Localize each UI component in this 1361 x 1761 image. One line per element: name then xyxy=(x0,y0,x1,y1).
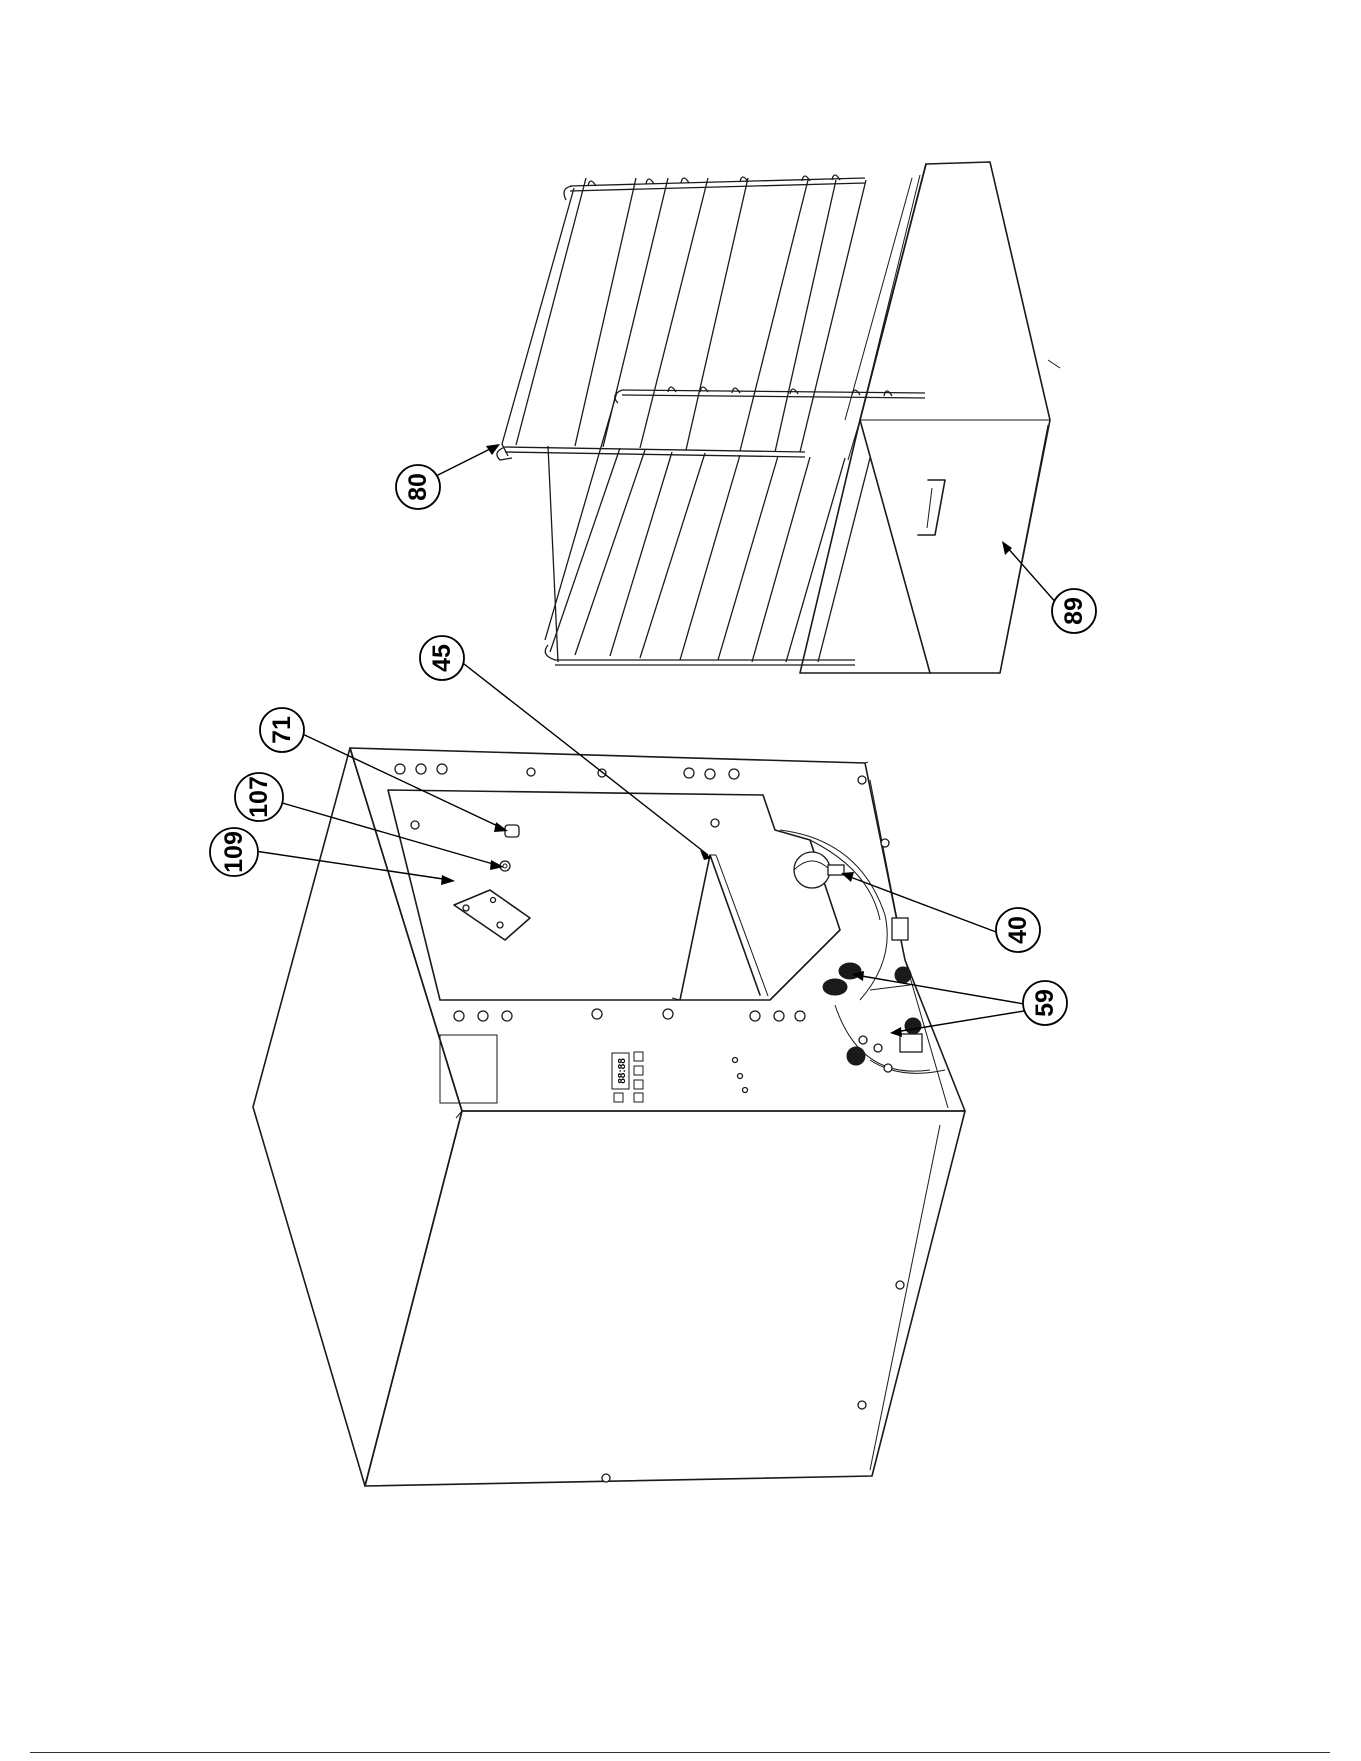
rack-rail-left xyxy=(505,447,805,452)
callout-107-label: 107 xyxy=(245,776,273,818)
baffle-panel xyxy=(672,855,768,1000)
leaders xyxy=(248,444,1058,1037)
callout-45-label: 45 xyxy=(428,644,456,672)
callout-107: 107 xyxy=(235,773,283,821)
callout-59: 59 xyxy=(1023,981,1067,1025)
oven-opening xyxy=(388,790,840,1000)
control-panel: 88:88 xyxy=(612,1052,748,1102)
screw-row-top xyxy=(395,764,866,784)
cabinet-front-face xyxy=(350,748,965,1111)
control-key-4 xyxy=(614,1093,623,1102)
callout-40-label: 40 xyxy=(1004,916,1032,944)
switch-plate xyxy=(454,890,530,940)
callout-89-label: 89 xyxy=(1060,597,1088,625)
cabinet-side-face xyxy=(365,1111,965,1486)
callout-71-label: 71 xyxy=(268,716,296,744)
control-key-3 xyxy=(634,1080,643,1089)
screw-row-bottom xyxy=(454,1009,805,1021)
rack-hooks xyxy=(588,175,892,396)
cabinet-top-face xyxy=(253,748,462,1486)
rack-shelves xyxy=(502,178,870,662)
display-readout: 88:88 xyxy=(617,1058,628,1084)
callout-71: 71 xyxy=(260,708,304,752)
callout-80: 80 xyxy=(396,465,440,509)
cabinet: 88:88 xyxy=(253,748,965,1486)
fan-motor xyxy=(794,852,844,888)
callout-40: 40 xyxy=(996,908,1040,952)
control-key-2 xyxy=(634,1066,643,1075)
callout-59-label: 59 xyxy=(1031,989,1059,1017)
callout-89: 89 xyxy=(1052,589,1096,633)
page-bottom-rule xyxy=(30,1752,1330,1753)
callout-80-label: 80 xyxy=(404,473,432,501)
control-key-1 xyxy=(634,1052,643,1061)
callout-109: 109 xyxy=(210,828,258,876)
callout-109-label: 109 xyxy=(220,831,248,873)
control-key-5 xyxy=(634,1093,643,1102)
drip-tray xyxy=(800,162,1060,673)
fittings xyxy=(823,918,922,1065)
callout-45: 45 xyxy=(420,636,464,680)
